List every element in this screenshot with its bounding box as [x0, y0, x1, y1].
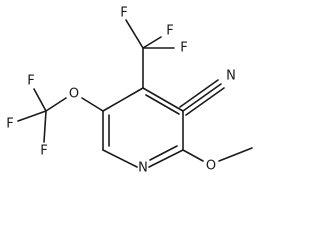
bond-c4-c3-inner [145, 94, 180, 115]
bond-o-cf3 [45, 97, 67, 112]
atom-f-top-right: F [166, 24, 173, 39]
atom-f-ocf3-top: F [27, 74, 34, 89]
atom-o-ocf3: O [69, 87, 79, 102]
atom-f-right: F [180, 41, 187, 56]
bond-ocf3-f-bottom [43, 110, 47, 143]
pyridine-ring [102, 87, 184, 168]
bond-nitrile-3 [179, 79, 219, 108]
bond-n-c6 [102, 149, 138, 168]
bond-cf3-f-left [125, 19, 144, 49]
atom-n-ring: N [138, 161, 148, 176]
bond-nitrile-1 [182, 83, 222, 112]
atom-f-ocf3-bottom: F [40, 144, 47, 159]
ocf3-group [17, 88, 104, 143]
bond-nitrile-2 [185, 87, 225, 116]
molecule-diagram: F F F N O F F F N O [6, 6, 253, 176]
bond-c4-c3 [142, 87, 184, 112]
bond-c2-o [182, 149, 204, 162]
atom-n-nitrile: N [226, 69, 236, 84]
cf3-group [125, 19, 175, 89]
atom-f-ocf3-left: F [6, 117, 13, 132]
bond-c5-c4 [102, 87, 144, 112]
bond-cf3-f-right [142, 36, 162, 49]
bond-ocf3-f-top [33, 88, 47, 112]
nitrile-group [179, 79, 225, 116]
atom-o-methoxy: O [206, 159, 216, 174]
atom-f-top-left: F [120, 6, 127, 21]
bond-c5-o [81, 97, 104, 112]
methoxy-group [182, 147, 253, 162]
bond-o-ch3 [218, 147, 253, 162]
bond-c2-n-inner [149, 145, 178, 161]
bond-c2-n [148, 149, 184, 168]
bond-ocf3-f-left [17, 110, 47, 122]
